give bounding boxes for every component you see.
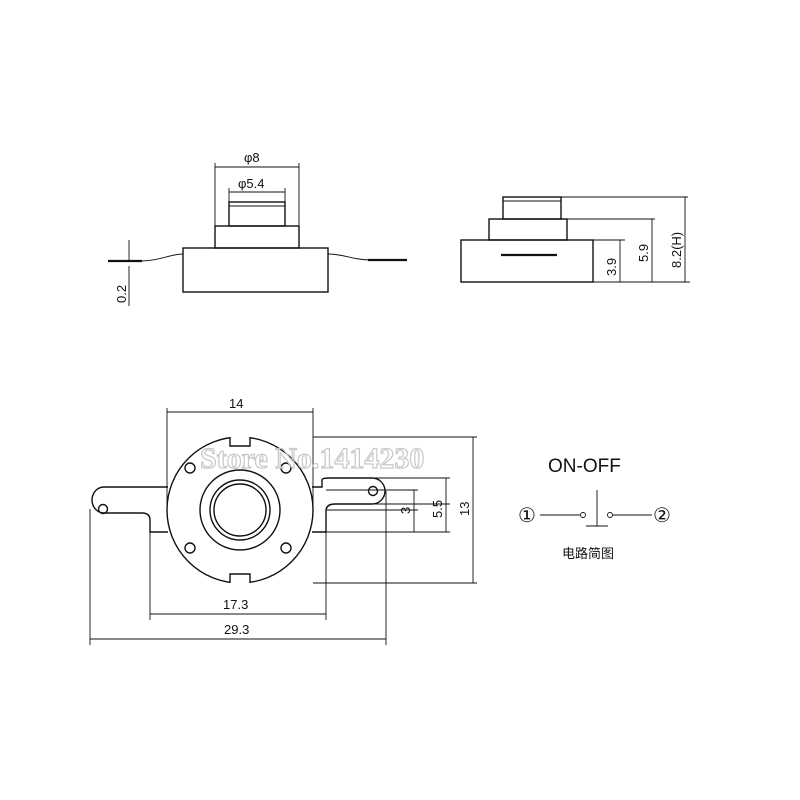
bottom-notch	[229, 573, 251, 583]
button-outer-ring	[199, 469, 281, 551]
terminal-2-contact	[607, 512, 613, 518]
side-view: φ8 φ5.4 0.2	[108, 150, 407, 306]
dim-14: 14	[229, 396, 243, 411]
mount-hole	[280, 542, 292, 554]
left-ear-hole	[97, 503, 109, 515]
right-ear-hole	[367, 485, 379, 497]
circuit-caption: 电路简图	[562, 546, 614, 561]
mount-hole	[184, 542, 196, 554]
dim-17-3: 17.3	[223, 597, 248, 612]
top-view: 14 17.3 29.3 3 5.5 13	[89, 396, 477, 645]
terminal-2-label: ②	[653, 505, 671, 527]
circuit-title: ON-OFF	[548, 456, 621, 477]
end-view: 3.9 5.9 8.2(H)	[460, 196, 690, 283]
dim-3: 3	[398, 507, 413, 514]
terminal-1-contact	[580, 512, 586, 518]
mount-hole	[184, 462, 196, 474]
dim-5-5: 5.5	[430, 500, 445, 518]
dim-phi8: φ8	[244, 150, 260, 165]
side-view-body	[182, 247, 329, 293]
dim-0-2: 0.2	[114, 285, 129, 303]
left-ear	[91, 486, 168, 533]
side-view-button	[228, 201, 286, 227]
top-notch	[229, 437, 251, 447]
side-view-collar	[214, 225, 300, 249]
button-mid-ring	[209, 479, 271, 541]
button-inner-ring	[213, 483, 267, 537]
dim-8-2h: 8.2(H)	[669, 232, 684, 268]
dim-29-3: 29.3	[224, 622, 249, 637]
dim-phi5-4: φ5.4	[238, 176, 265, 191]
dim-5-9: 5.9	[636, 244, 651, 262]
end-view-button	[502, 196, 562, 220]
end-view-body	[460, 239, 594, 283]
dim-3-9: 3.9	[604, 258, 619, 276]
circuit-schematic: ON-OFF ① ② 电路简图	[518, 456, 671, 561]
store-watermark: Store No.1414230	[200, 442, 424, 475]
right-ear	[312, 477, 386, 533]
terminal-1-label: ①	[518, 505, 536, 527]
end-view-collar	[488, 218, 568, 241]
mount-hole	[280, 462, 292, 474]
dim-13: 13	[457, 502, 472, 516]
